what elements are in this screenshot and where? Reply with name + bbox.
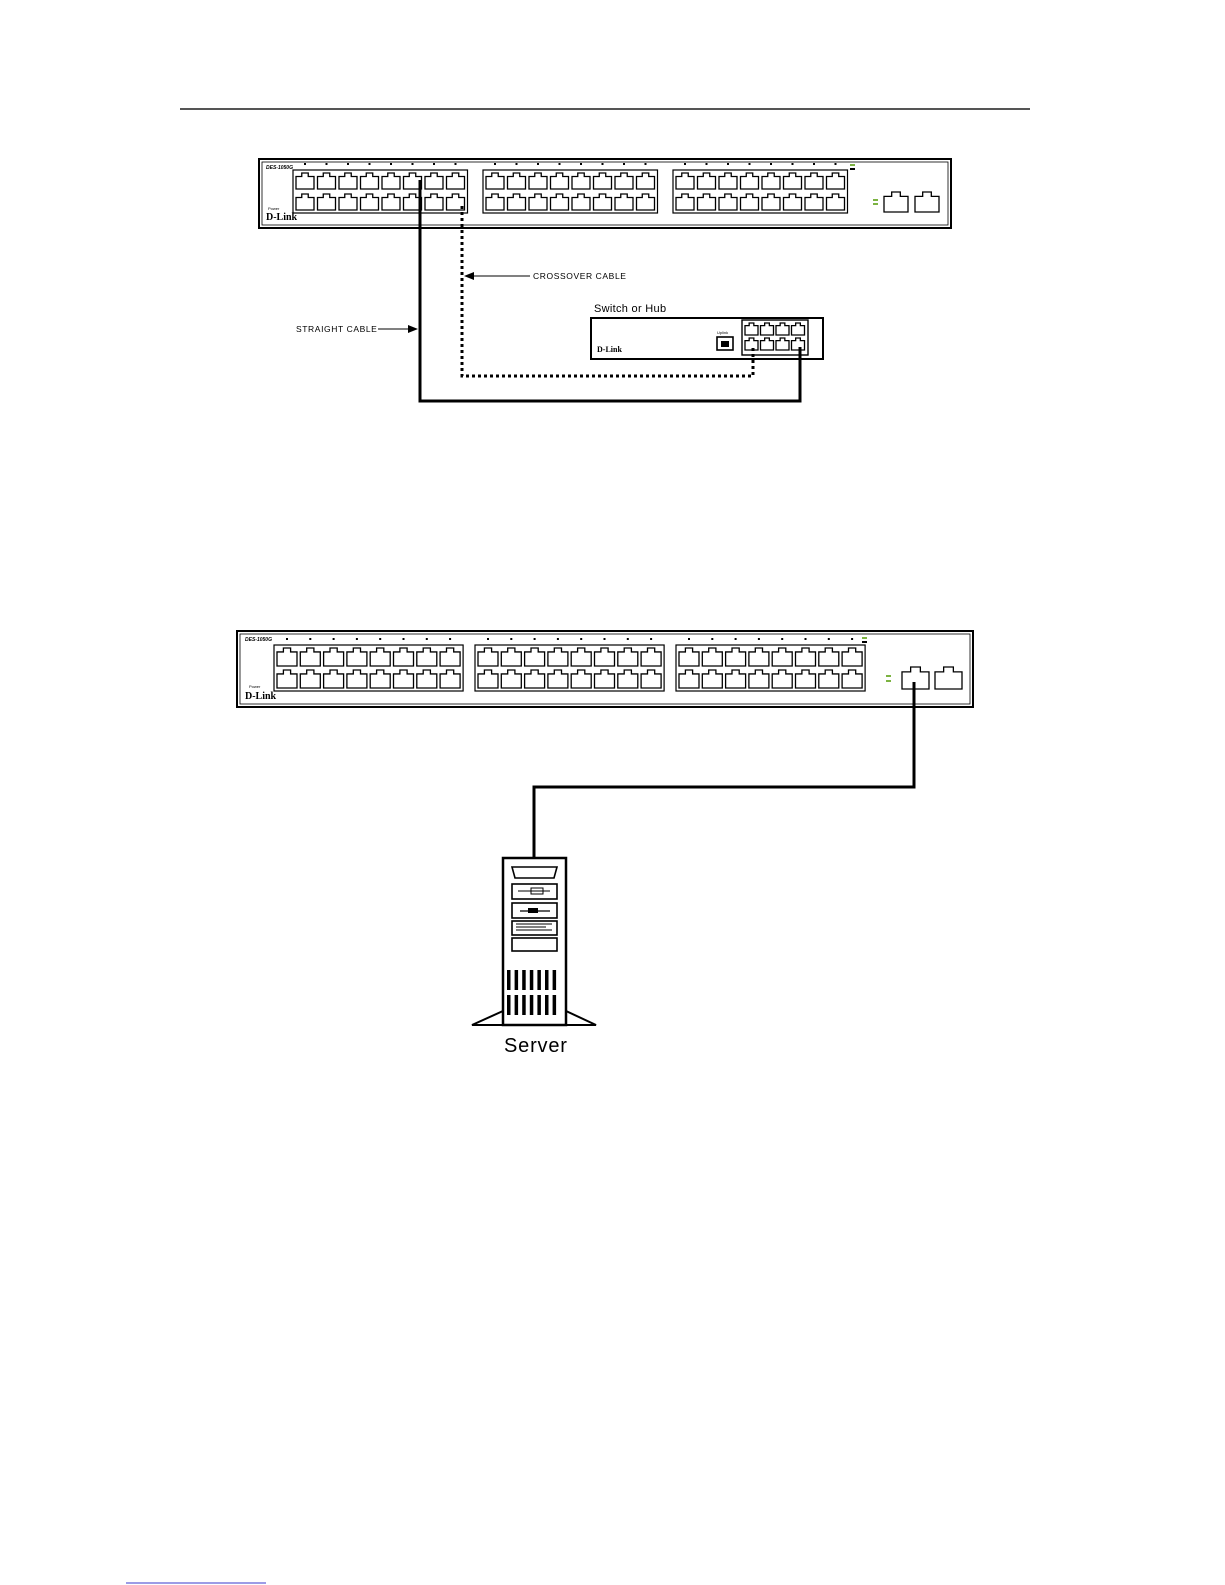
hub-title: Switch or Hub [594,303,666,315]
main-switch-top [259,159,951,228]
main-switch-bottom-model: DES-1050G [245,637,272,643]
figure-bottom [237,631,973,1025]
crossover-cable-label: CROSSOVER CABLE [533,271,627,281]
hub-uplink-label: Uplink [717,330,728,335]
main-switch-bottom [237,631,973,707]
server-icon [472,858,596,1025]
hub-brand: D-Link [597,345,622,354]
straight-cable-label: STRAIGHT CABLE [296,324,377,334]
main-switch-top-ports [293,163,939,213]
hub-device [591,318,823,359]
server-cable [534,682,914,865]
main-switch-top-model: DES-1050G [266,165,293,171]
server-label: Server [504,1035,568,1058]
straight-arrowhead [408,325,418,333]
crossover-arrowhead [464,272,474,280]
main-switch-bottom-brand: D-Link [245,691,276,702]
main-switch-bottom-power: Power [249,684,260,689]
main-switch-top-power: Power [268,206,279,211]
main-switch-top-brand: D-Link [266,212,297,223]
